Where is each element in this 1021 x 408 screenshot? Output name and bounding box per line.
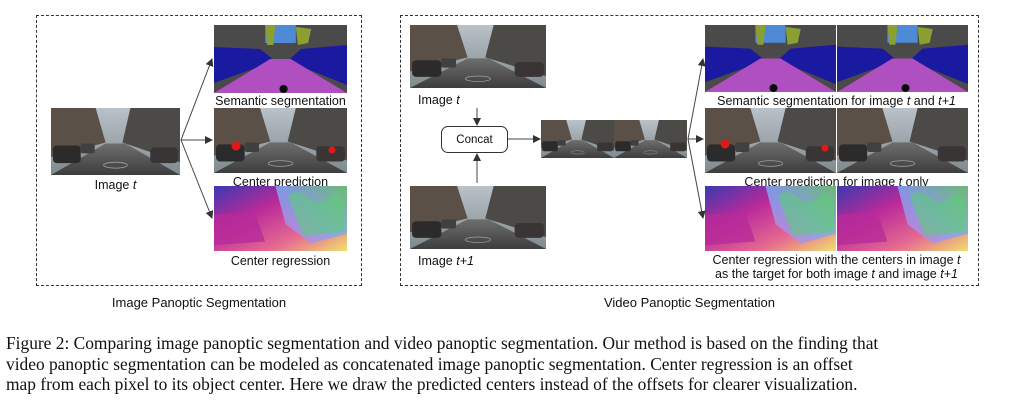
video-panoptic-panel (400, 15, 979, 286)
figure-caption: Figure 2: Comparing image panoptic segme… (6, 333, 1014, 395)
left-panel-title: Image Panoptic Segmentation (111, 295, 287, 310)
arrow-to-regression-pair (687, 138, 706, 219)
concat-box: Concat (441, 126, 508, 153)
arrow-to-semantic-pair (687, 58, 706, 140)
semantic-segmentation-pair-label: Semantic segmentation for image t and t+… (717, 94, 956, 108)
center-regression-label: Center regression (230, 254, 331, 268)
right-panel-title: Video Panoptic Segmentation (603, 295, 776, 310)
arrow-to-semantic (180, 58, 214, 141)
image-panoptic-panel (36, 15, 362, 286)
center-prediction-label: Center prediction (232, 175, 329, 189)
caption-line-2: video panoptic segmentation can be model… (6, 353, 853, 374)
video-input-label-t: Image t (418, 93, 460, 107)
caption-line-3: map from each pixel to its object center… (6, 374, 858, 394)
center-regression-pair-label-2: as the target for both image t and image… (715, 267, 958, 281)
center-prediction-pair-image (705, 108, 968, 173)
center-prediction-pair-label: Center prediction for image t only (744, 175, 929, 189)
semantic-segmentation-label: Semantic segmentation (215, 94, 346, 108)
input-image-label: Image t (94, 178, 137, 192)
arrow-to-regression (180, 139, 214, 219)
center-regression-pair-label-1: Center regression with the centers in im… (712, 253, 961, 267)
video-input-label-t1: Image t+1 (418, 254, 474, 268)
caption-line-1: Figure 2: Comparing image panoptic segme… (6, 333, 879, 353)
center-prediction-image (214, 108, 347, 173)
